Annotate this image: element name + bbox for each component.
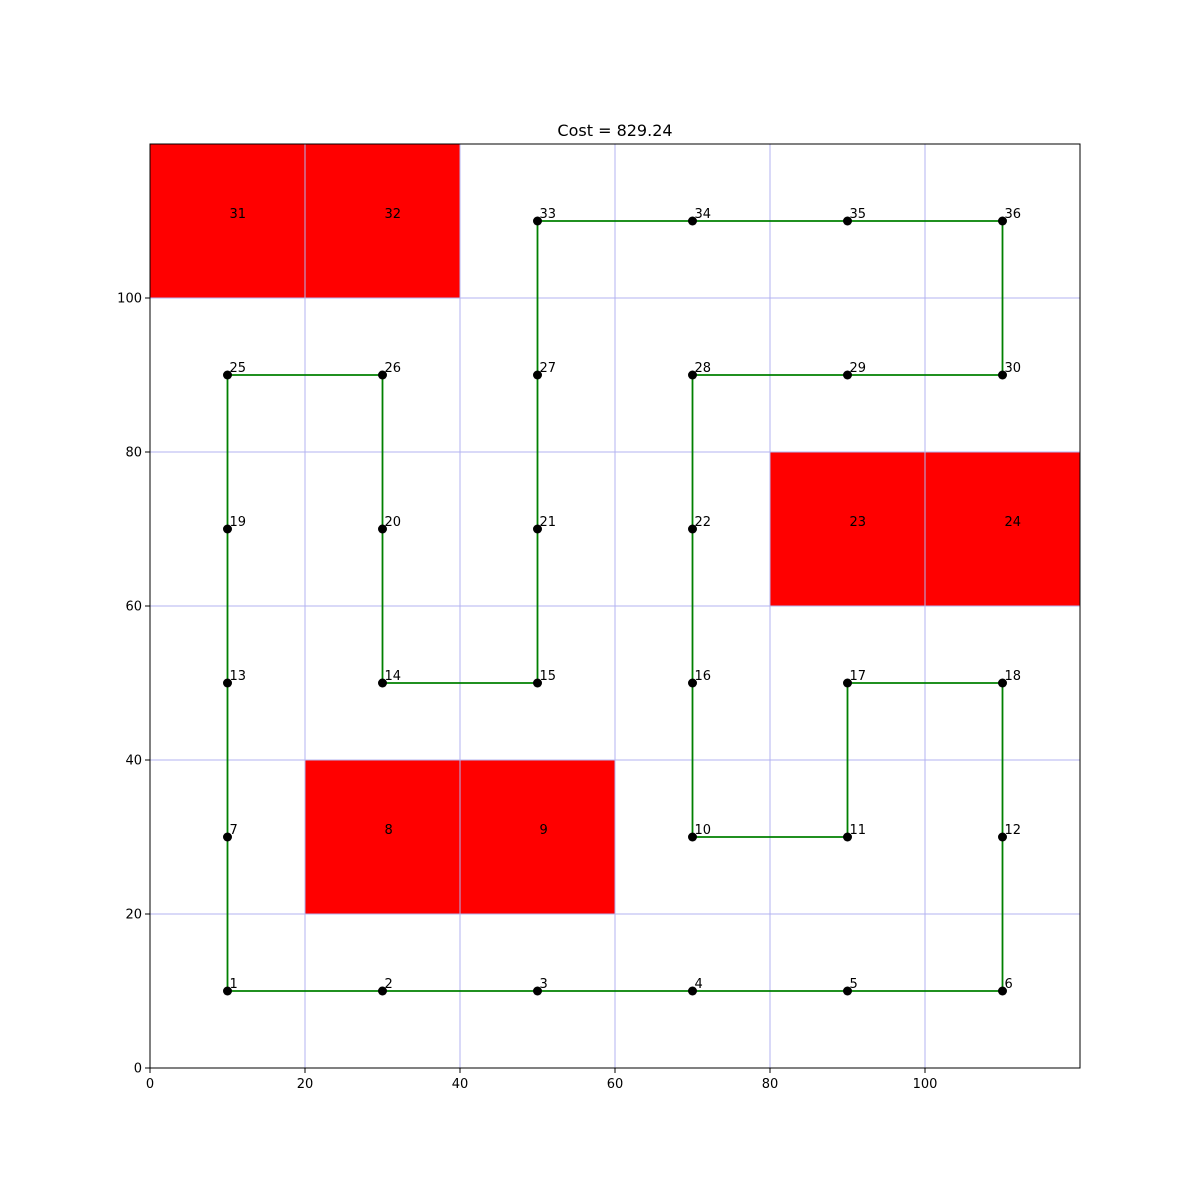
node-point-26: [378, 370, 387, 380]
node-label-12: 12: [1005, 823, 1022, 838]
x-tick-label: 80: [762, 1077, 779, 1092]
node-point-34: [688, 216, 697, 226]
node-label-6: 6: [1005, 977, 1013, 992]
node-point-14: [378, 678, 387, 688]
x-tick-label: 0: [146, 1077, 154, 1092]
y-axis: 0 20 40 60 80 100: [117, 292, 150, 1077]
node-label-29: 29: [850, 361, 867, 376]
obstacle-label-32: 32: [385, 207, 402, 222]
node-point-33: [533, 216, 542, 226]
node-point-36: [998, 216, 1007, 226]
node-point-6: [998, 986, 1007, 996]
node-point-11: [843, 832, 852, 842]
obstacle-label-24: 24: [1005, 515, 1022, 530]
node-label-22: 22: [695, 515, 712, 530]
node-point-35: [843, 216, 852, 226]
chart-title: Cost = 829.24: [557, 121, 672, 140]
node-label-33: 33: [540, 207, 557, 222]
node-label-5: 5: [850, 977, 858, 992]
node-point-20: [378, 524, 387, 534]
node-point-3: [533, 986, 542, 996]
grid-layer: [150, 144, 1080, 1068]
obstacle-label-23: 23: [850, 515, 867, 530]
node-point-4: [688, 986, 697, 996]
node-label-2: 2: [385, 977, 393, 992]
node-point-2: [378, 986, 387, 996]
node-label-25: 25: [230, 361, 247, 376]
node-point-12: [998, 832, 1007, 842]
node-label-21: 21: [540, 515, 557, 530]
node-label-13: 13: [230, 669, 247, 684]
node-point-17: [843, 678, 852, 688]
node-point-10: [688, 832, 697, 842]
node-label-15: 15: [540, 669, 557, 684]
y-tick-label: 0: [134, 1062, 142, 1077]
node-label-7: 7: [230, 823, 238, 838]
obstacle-label-9: 9: [540, 823, 548, 838]
node-point-5: [843, 986, 852, 996]
node-point-22: [688, 524, 697, 534]
node-label-35: 35: [850, 207, 867, 222]
y-tick-label: 80: [125, 446, 142, 461]
node-label-1: 1: [230, 977, 238, 992]
node-layer: [223, 216, 1007, 996]
node-point-19: [223, 524, 232, 534]
node-label-10: 10: [695, 823, 712, 838]
node-label-3: 3: [540, 977, 548, 992]
node-point-16: [688, 678, 697, 688]
node-point-18: [998, 678, 1007, 688]
node-point-15: [533, 678, 542, 688]
node-label-4: 4: [695, 977, 703, 992]
node-label-20: 20: [385, 515, 402, 530]
x-tick-label: 20: [297, 1077, 314, 1092]
node-point-1: [223, 986, 232, 996]
obstacle-label-8: 8: [385, 823, 393, 838]
y-tick-label: 60: [125, 600, 142, 615]
y-tick-label: 20: [125, 908, 142, 923]
node-label-26: 26: [385, 361, 402, 376]
node-label-17: 17: [850, 669, 867, 684]
node-point-27: [533, 370, 542, 380]
node-label-30: 30: [1005, 361, 1022, 376]
obstacle-label-31: 31: [230, 207, 247, 222]
node-point-13: [223, 678, 232, 688]
y-tick-label: 40: [125, 754, 142, 769]
x-tick-label: 100: [913, 1077, 938, 1092]
x-tick-label: 40: [452, 1077, 469, 1092]
x-tick-label: 60: [607, 1077, 624, 1092]
node-label-34: 34: [695, 207, 712, 222]
node-point-28: [688, 370, 697, 380]
node-point-29: [843, 370, 852, 380]
node-point-30: [998, 370, 1007, 380]
node-label-11: 11: [850, 823, 867, 838]
node-point-21: [533, 524, 542, 534]
x-axis: 0 20 40 60 80 100: [146, 1068, 938, 1092]
node-label-28: 28: [695, 361, 712, 376]
node-label-18: 18: [1005, 669, 1022, 684]
node-label-14: 14: [385, 669, 402, 684]
node-label-36: 36: [1005, 207, 1022, 222]
node-point-7: [223, 832, 232, 842]
node-label-27: 27: [540, 361, 557, 376]
node-label-16: 16: [695, 669, 712, 684]
node-point-25: [223, 370, 232, 380]
y-tick-label: 100: [117, 292, 142, 307]
node-label-19: 19: [230, 515, 247, 530]
